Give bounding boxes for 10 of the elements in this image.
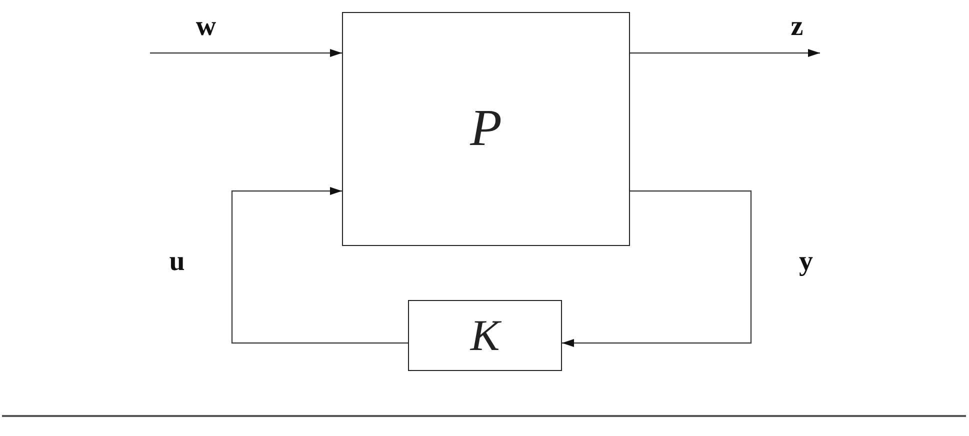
block-label: K: [470, 314, 500, 358]
signal-arrow: [630, 49, 820, 57]
system-block: [342, 12, 630, 246]
signal-label: w: [196, 13, 216, 41]
signal-label: y: [799, 248, 813, 276]
signal-arrow: [562, 190, 752, 347]
block-label: P: [470, 103, 502, 155]
signal-label: z: [790, 13, 804, 41]
system-block: [408, 300, 562, 371]
signal-arrow: [150, 49, 342, 57]
